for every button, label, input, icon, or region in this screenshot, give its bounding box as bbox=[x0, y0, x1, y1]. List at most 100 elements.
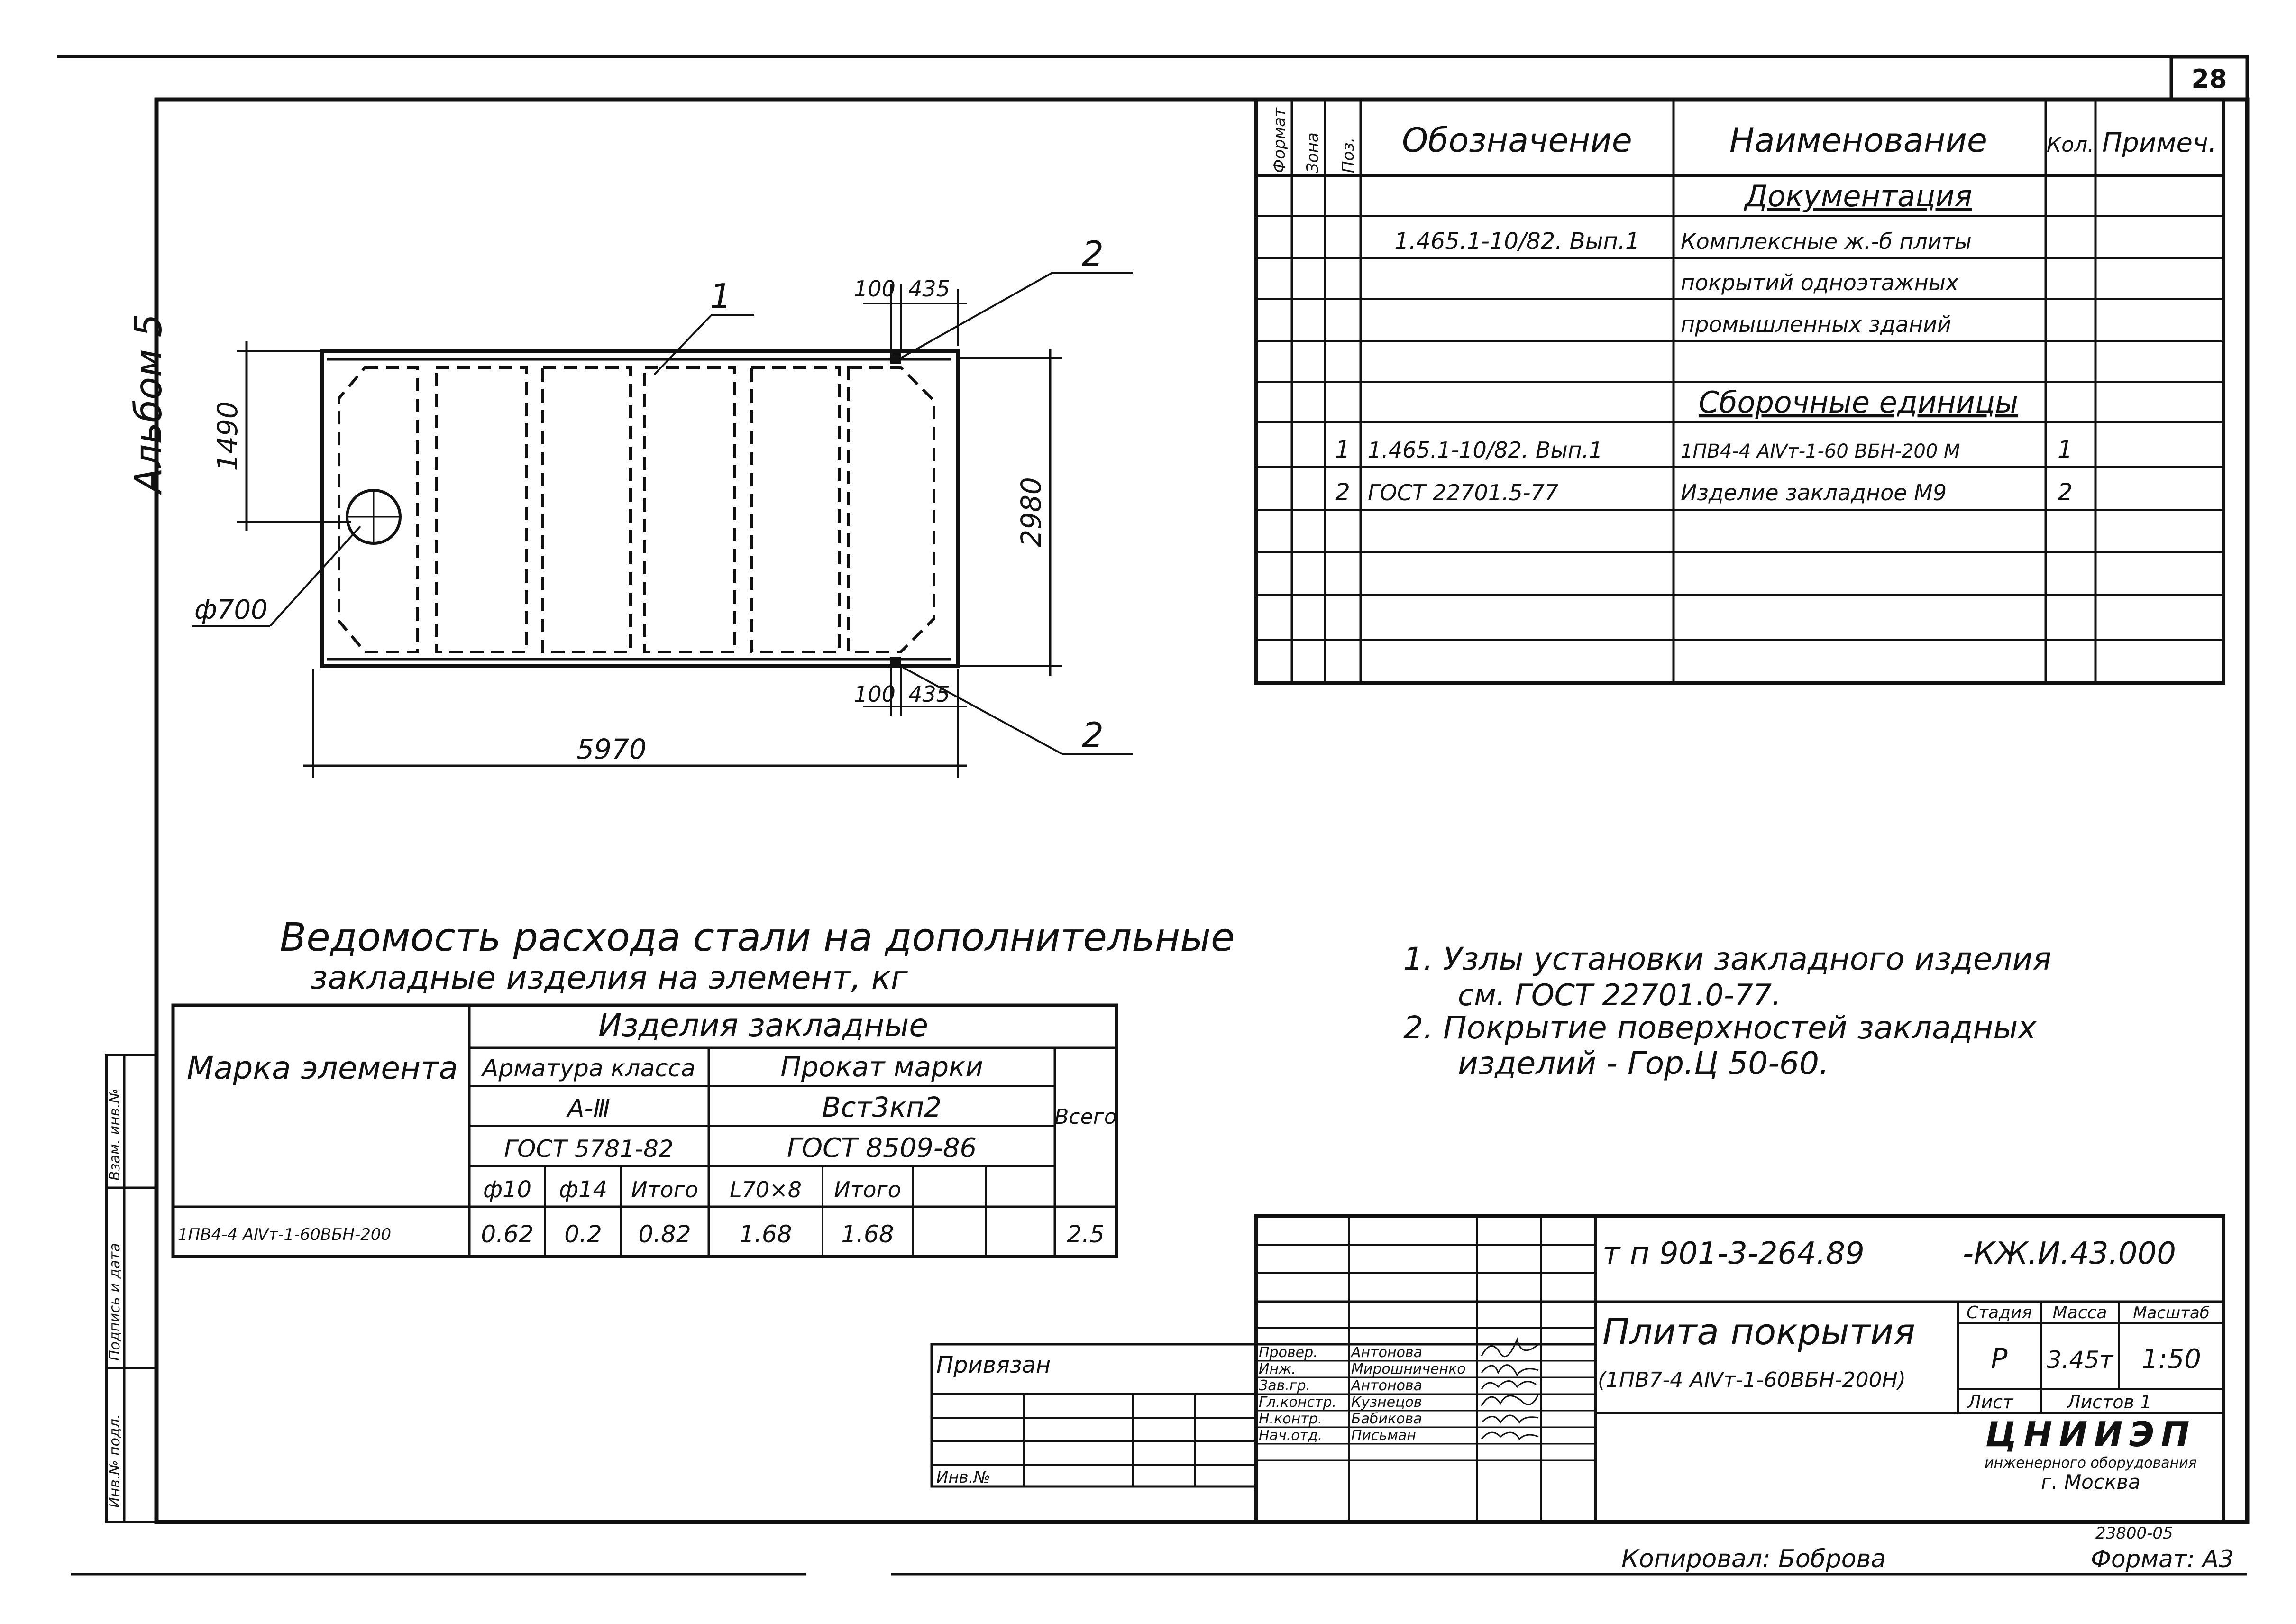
rib-panel-4 bbox=[643, 366, 736, 653]
binding-block: Привязан Инв.№ bbox=[930, 1343, 1258, 1488]
rib-panel-1 bbox=[338, 366, 419, 653]
sheet-number: 28 bbox=[2191, 64, 2227, 94]
row1-qty: 1 bbox=[2058, 436, 2073, 463]
mass-value: 3.45т bbox=[2047, 1346, 2114, 1374]
project-code: т п 901-3-264.89 bbox=[1602, 1236, 1865, 1271]
hdr-note: Примеч. bbox=[2102, 128, 2217, 158]
dim-height-1490: 1490 bbox=[211, 401, 244, 471]
steel-row-angle: 1.68 bbox=[739, 1220, 792, 1248]
leader-label-2-bottom: 2 bbox=[1082, 715, 1104, 755]
sheets-label: Листов 1 bbox=[2066, 1392, 2151, 1413]
role-3: Зав.гр. bbox=[1259, 1377, 1310, 1394]
scale-value: 1:50 bbox=[2141, 1344, 2201, 1375]
steel-row-f14: 0.2 bbox=[564, 1220, 602, 1248]
album-label: Альбом 5 bbox=[128, 314, 170, 495]
leader-label-2-top: 2 bbox=[1082, 234, 1104, 274]
rib-panel-5 bbox=[750, 366, 841, 653]
steel-sub-f10: ф10 bbox=[483, 1176, 531, 1203]
side-stamp-inv: Инв.№ подл. bbox=[107, 1414, 123, 1508]
copied-by: Копировал: Боброва bbox=[1621, 1545, 1886, 1573]
role-6: Нач.отд. bbox=[1259, 1427, 1322, 1444]
name-6: Письман bbox=[1351, 1427, 1416, 1444]
row2-pos: 2 bbox=[1335, 478, 1350, 506]
org-name: ЦНИИЭП bbox=[1985, 1414, 2196, 1454]
steel-table: Изделия закладные Марка элемента Арматур… bbox=[171, 1003, 1118, 1258]
row1-designation: 1.465.1-10/82. Вып.1 bbox=[1368, 437, 1603, 463]
scale-header: Масштаб bbox=[2133, 1303, 2210, 1322]
steel-row-total1: 0.82 bbox=[638, 1220, 691, 1248]
signature-1 bbox=[1481, 1337, 1539, 1358]
role-2: Инж. bbox=[1259, 1361, 1296, 1377]
steel-title-line-1: Ведомость расхода стали на дополнительны… bbox=[280, 915, 1235, 960]
notes: 1. Узлы установки закладного изделия см.… bbox=[1403, 941, 2051, 1082]
spec-table: Формат Зона Поз. Обозначение Наименовани… bbox=[1254, 98, 2225, 685]
name-5: Бабикова bbox=[1351, 1411, 1422, 1427]
leader-label-1: 1 bbox=[710, 276, 732, 316]
dim-bottom-100: 100 bbox=[854, 681, 896, 707]
steel-row-f10: 0.62 bbox=[481, 1220, 533, 1248]
steel-sub-f14: ф14 bbox=[559, 1176, 607, 1203]
org-city: г. Москва bbox=[2041, 1470, 2140, 1494]
name-1: Антонова bbox=[1350, 1344, 1422, 1361]
doc-name-line-2: покрытий одноэтажных bbox=[1681, 270, 1959, 295]
steel-hdr-rebar-gost: ГОСТ 5781-82 bbox=[504, 1135, 673, 1163]
steel-hdr-rebar-class: А-Ⅲ bbox=[566, 1094, 610, 1123]
slab-plan: 1 2 2 100 435 100 435 1490 2980 5970 ф70… bbox=[192, 234, 1133, 778]
role-4: Гл.констр. bbox=[1259, 1394, 1336, 1411]
rib-panel-3 bbox=[541, 366, 632, 653]
steel-row-total2: 1.68 bbox=[841, 1220, 894, 1248]
doc-name-line-3: промышленных зданий bbox=[1681, 312, 1951, 337]
note-line-4: изделий - Гор.Ц 50-60. bbox=[1458, 1045, 1829, 1082]
stage-value: Р bbox=[1991, 1342, 2008, 1375]
side-stamp-replace: Взам. инв.№ bbox=[107, 1089, 123, 1181]
note-line-2: см. ГОСТ 22701.0-77. bbox=[1458, 978, 1781, 1012]
steel-sub-total2: Итого bbox=[834, 1177, 901, 1202]
row1-pos: 1 bbox=[1335, 436, 1350, 463]
sheet-label: Лист bbox=[1967, 1392, 2014, 1413]
signature-3 bbox=[1481, 1380, 1537, 1390]
role-1: Провер. bbox=[1259, 1344, 1318, 1361]
name-3: Антонова bbox=[1350, 1377, 1422, 1394]
org-subtitle: инженерного оборудования bbox=[1985, 1455, 2197, 1471]
steel-hdr-rebar: Арматура класса bbox=[481, 1055, 695, 1082]
steel-hdr-mark: Марка элемента bbox=[187, 1050, 458, 1086]
steel-hdr-items: Изделия закладные bbox=[598, 1007, 928, 1044]
hdr-format: Формат bbox=[1270, 107, 1289, 173]
signature-6 bbox=[1481, 1431, 1539, 1440]
side-stamp-sign: Подпись и дата bbox=[107, 1243, 123, 1361]
hdr-pos: Поз. bbox=[1339, 138, 1358, 173]
hdr-zone: Зона bbox=[1303, 132, 1322, 173]
section-docs: Документация bbox=[1743, 179, 1972, 213]
steel-title-line-2: закладные изделия на элемент, кг bbox=[311, 959, 908, 997]
mass-header: Масса bbox=[2053, 1303, 2107, 1322]
row2-qty: 2 bbox=[2058, 478, 2073, 506]
dim-length-5970: 5970 bbox=[576, 733, 647, 765]
dim-height-2980: 2980 bbox=[1015, 477, 1047, 547]
dim-top-100: 100 bbox=[854, 276, 896, 302]
inventory-number: 23800-05 bbox=[2095, 1524, 2173, 1543]
hdr-name: Наименование bbox=[1729, 121, 1987, 160]
side-stamp: Инв.№ подл. Подпись и дата Взам. инв.№ bbox=[105, 1054, 158, 1523]
embed-bottom-mark bbox=[890, 657, 901, 667]
embed-top-mark bbox=[890, 353, 901, 364]
steel-row-grand-total: 2.5 bbox=[1067, 1220, 1105, 1248]
signature-2 bbox=[1481, 1364, 1539, 1376]
note-line-1: 1. Узлы установки закладного изделия bbox=[1403, 941, 2051, 977]
slab-outline bbox=[320, 349, 960, 668]
rib-panel-6 bbox=[847, 366, 935, 653]
binding-label: Привязан bbox=[936, 1352, 1051, 1378]
dim-hole-700: ф700 bbox=[194, 595, 268, 625]
name-4: Кузнецов bbox=[1351, 1394, 1422, 1411]
title-block: т п 901-3-264.89 -КЖ.И.43.000 Плита покр… bbox=[1254, 1214, 2225, 1524]
signature-5 bbox=[1481, 1414, 1539, 1424]
steel-sub-angle: L70×8 bbox=[730, 1177, 802, 1202]
signature-4 bbox=[1481, 1394, 1539, 1406]
doc-name-line-1: Комплексные ж.-б плиты bbox=[1681, 229, 1972, 254]
rib-panel-2 bbox=[435, 366, 528, 653]
steel-hdr-rolled: Прокат марки bbox=[780, 1051, 983, 1083]
hdr-designation: Обозначение bbox=[1402, 121, 1632, 160]
inventory-label: Инв.№ bbox=[936, 1468, 990, 1487]
dim-bottom-435: 435 bbox=[908, 681, 950, 707]
steel-hdr-total: Всего bbox=[1054, 1105, 1116, 1129]
